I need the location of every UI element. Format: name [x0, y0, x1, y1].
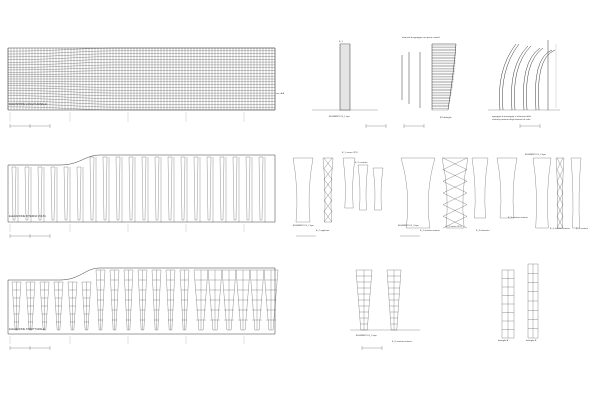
- detail-label-e: E_2 centrale: [355, 161, 368, 164]
- element-e2-detail: elementi di appoggio con pezzi centrali …: [401, 36, 457, 128]
- interior-elevation: ELEVAZIONE INTERNA VOLTA: [7, 154, 276, 238]
- detail-label-h: E_3 senza CPU: [446, 226, 462, 228]
- element-e2-title: elementi di appoggio con pezzi centrali: [402, 36, 440, 39]
- structural-elevation: ELEVAZIONE STRUTTURALE: [7, 267, 279, 350]
- row3-label-4: dettaglio B: [526, 339, 537, 342]
- element-e3-label-2: struttura portante degli elementi di vol…: [492, 118, 531, 121]
- row3-label-2: E_5 struttura interna: [392, 340, 413, 343]
- detail-label-b: E_2 applicata: [316, 229, 330, 232]
- detail-label-f: ELEMENTO E_3 tipo: [398, 224, 419, 227]
- longitudinal-elevation: ELEVAZIONE LONGITUDINALE sez. A-A: [7, 47, 285, 128]
- element-details-row-3: ELEMENTO E_5 tipo E_5 struttura interna …: [350, 263, 539, 350]
- element-e1-tag: E_1: [339, 41, 344, 43]
- longitudinal-elevation-label: ELEVAZIONE LONGITUDINALE: [9, 102, 47, 106]
- element-e2-label: E2 dettaglio: [440, 116, 452, 119]
- element-e3-label-1: appoggio di montaggio in alluminio della: [492, 115, 532, 118]
- detail-label-a: E_1 senza CPU: [342, 152, 358, 154]
- element-details-row-2: ELEMENTO E_2 tipo E_2 applicata E_1 senz…: [292, 152, 589, 237]
- interior-elevation-label: ELEVAZIONE INTERNA VOLTA: [9, 214, 46, 218]
- structural-elevation-label: ELEVAZIONE STRUTTURALE: [9, 327, 45, 331]
- detail-label-c: ELEMENTO E_2 tipo: [293, 224, 314, 227]
- row3-label-3: dettaglio A: [498, 339, 509, 342]
- detail-label-d: E_2 struttura interna: [420, 229, 441, 232]
- detail-label-i: E_3 elemento: [476, 229, 490, 232]
- detail-label-l: E_4 sezione: [576, 228, 589, 230]
- element-e1-elevation: E_1 ELEMENTO E_1 tipo: [312, 41, 387, 128]
- scale-bar: [9, 124, 51, 128]
- section-mark-label: sez. A-A: [276, 92, 285, 95]
- element-e3-detail: appoggio di montaggio in alluminio della…: [488, 40, 560, 128]
- detail-label-j: ELEMENTO E_4 tipo: [525, 153, 546, 156]
- detail-label-k: E_4 struttura interna: [550, 227, 571, 230]
- detail-label-g: E_3 struttura interna: [508, 216, 529, 219]
- element-e1-label: ELEMENTO E_1 tipo: [329, 115, 350, 118]
- row3-label-1: ELEMENTO E_5 tipo: [356, 334, 377, 337]
